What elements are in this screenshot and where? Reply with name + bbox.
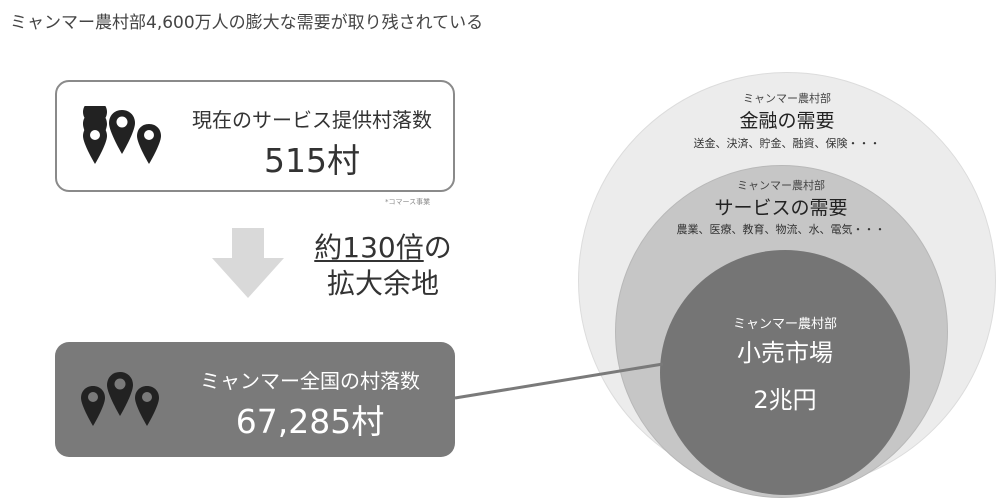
- page-title: ミャンマー農村部4,600万人の膨大な需要が取り残されている: [10, 13, 484, 33]
- outer-region-label: ミャンマー農村部: [743, 92, 831, 105]
- total-villages-label: ミャンマー全国の村落数: [200, 369, 420, 393]
- current-villages-label: 現在のサービス提供村落数: [192, 108, 432, 132]
- retail-market-value: 2兆円: [753, 386, 817, 414]
- inner-title: 小売市場: [737, 339, 833, 367]
- current-villages-card: 現在のサービス提供村落数 515村: [55, 80, 455, 192]
- expansion-room: 拡大余地: [326, 267, 439, 300]
- inner-region-label: ミャンマー農村部: [732, 317, 837, 332]
- middle-items: 農業、医療、教育、物流、水、電気・・・: [676, 223, 886, 236]
- footnote: *コマース事業: [385, 198, 431, 206]
- expansion-suffix: の: [423, 231, 452, 264]
- expansion-multiplier: 約130倍: [314, 231, 424, 264]
- current-villages-value: 515村: [264, 141, 360, 180]
- location-pins-icon: [81, 372, 159, 426]
- middle-title: サービスの需要: [714, 197, 848, 219]
- down-arrow-icon: [212, 228, 284, 298]
- retail-market-circle: [660, 250, 910, 495]
- total-villages-value: 67,285村: [235, 402, 385, 441]
- middle-region-label: ミャンマー農村部: [737, 179, 825, 192]
- expansion-text: 約130倍の 拡大余地: [298, 230, 468, 302]
- location-pins-icon: [83, 106, 161, 164]
- outer-title: 金融の需要: [739, 110, 835, 132]
- total-villages-card: ミャンマー全国の村落数 67,285村: [55, 342, 455, 457]
- outer-items: 送金、決済、貯金、融資、保険・・・: [693, 137, 881, 150]
